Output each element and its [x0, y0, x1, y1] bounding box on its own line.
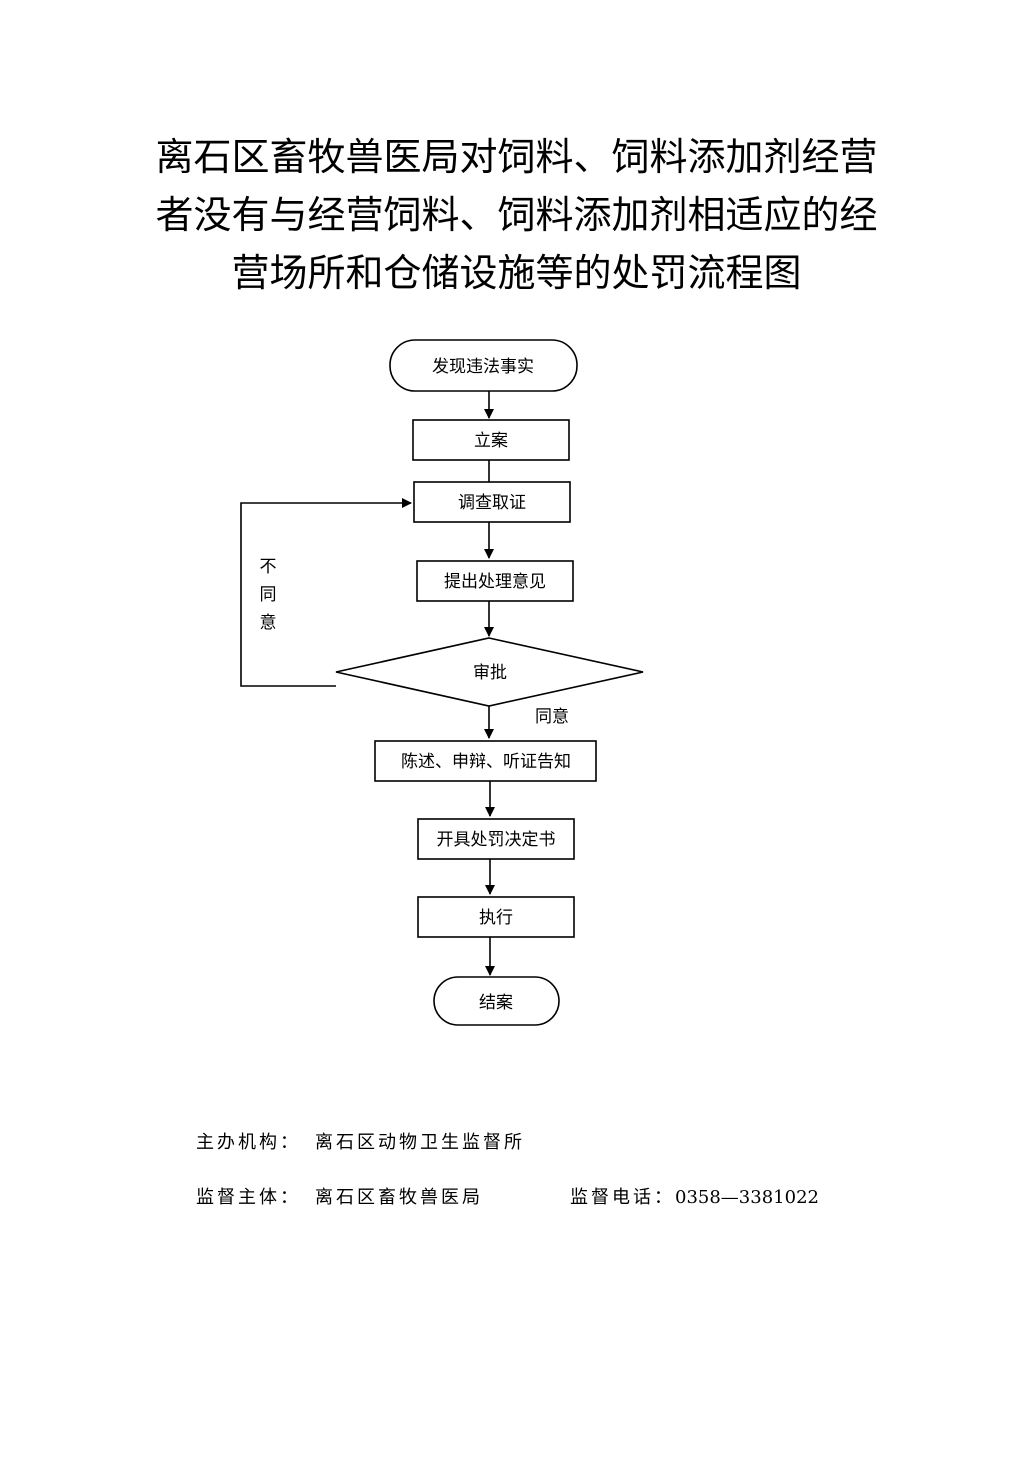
host-organization-label: 主办机构： — [196, 1132, 301, 1153]
node-start: 发现违法事实 — [389, 339, 578, 392]
node-approve-label: 审批 — [473, 663, 507, 683]
label-disagree-char-3: 意 — [260, 613, 277, 633]
node-investigate-label: 调查取证 — [458, 493, 526, 513]
label-disagree-char-1: 不 — [260, 557, 277, 577]
supervisor-label: 监督主体： — [196, 1187, 301, 1208]
arrow-disagree-loop — [240, 498, 412, 687]
node-close-case-label: 结案 — [479, 993, 513, 1013]
label-disagree-char-2: 同 — [260, 585, 277, 605]
node-notify: 陈述、申辩、听证告知 — [374, 740, 597, 782]
supervision-phone: 监督电话：0358—3381022 — [570, 1183, 819, 1209]
node-propose: 提出处理意见 — [416, 560, 574, 602]
title-line-3: 营场所和仓储设施等的处罚流程图 — [231, 251, 802, 295]
document-title: 离石区畜牧兽医局对饲料、饲料添加剂经营 者没有与经营饲料、饲料添加剂相适应的经 … — [120, 128, 913, 302]
label-disagree: 不 同 意 — [260, 557, 277, 633]
host-organization-row: 主办机构： 离石区动物卫生监督所 — [196, 1128, 525, 1154]
title-line-1: 离石区畜牧兽医局对饲料、饲料添加剂经营 — [155, 135, 878, 179]
node-notify-label: 陈述、申辩、听证告知 — [401, 752, 571, 772]
node-approve: 审批 — [335, 637, 644, 707]
node-execute: 执行 — [417, 896, 575, 938]
node-investigate: 调查取证 — [413, 481, 571, 523]
node-decision-label: 开具处罚决定书 — [437, 830, 556, 850]
node-close-case: 结案 — [433, 976, 560, 1026]
title-line-2: 者没有与经营饲料、饲料添加剂相适应的经 — [155, 193, 878, 237]
node-start-label: 发现违法事实 — [432, 357, 534, 377]
node-file-case: 立案 — [412, 419, 570, 461]
node-execute-label: 执行 — [479, 908, 513, 928]
supervisor-row: 监督主体： 离石区畜牧兽医局 — [196, 1183, 483, 1209]
supervision-phone-value: 0358—3381022 — [675, 1187, 819, 1208]
supervision-phone-label: 监督电话： — [570, 1187, 675, 1208]
host-organization-value: 离石区动物卫生监督所 — [315, 1132, 525, 1153]
label-agree: 同意 — [535, 707, 569, 727]
node-propose-label: 提出处理意见 — [444, 572, 546, 592]
node-decision: 开具处罚决定书 — [417, 818, 575, 860]
supervisor-value: 离石区畜牧兽医局 — [315, 1187, 483, 1208]
node-file-case-label: 立案 — [474, 431, 508, 451]
